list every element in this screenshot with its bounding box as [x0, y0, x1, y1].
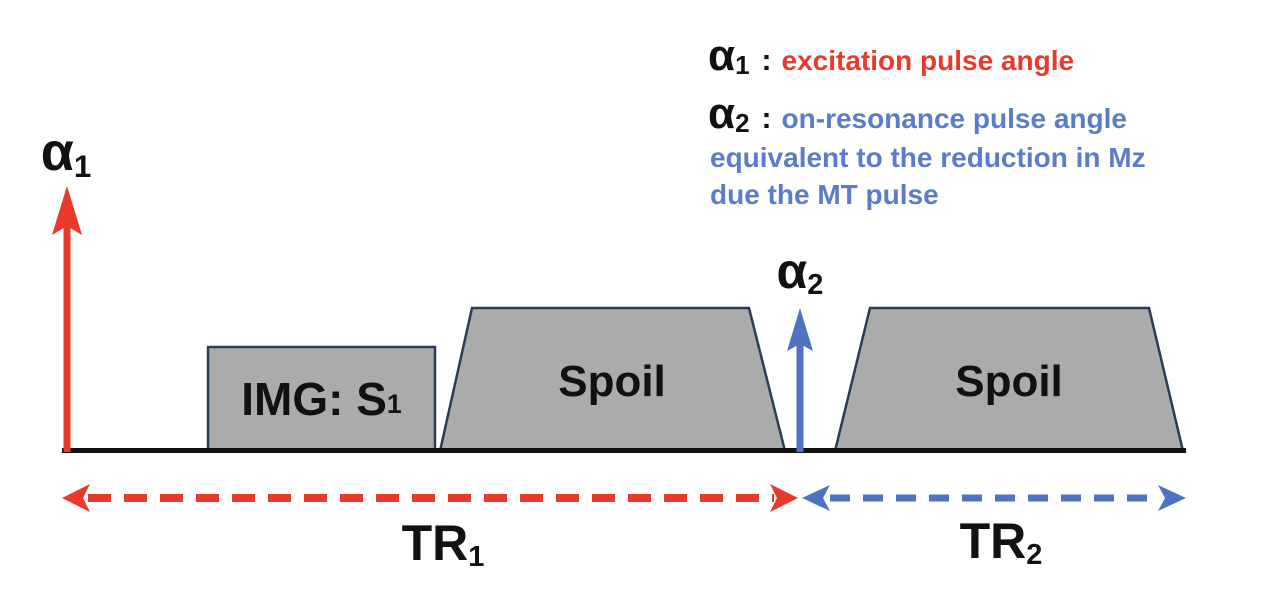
legend-alpha1-row: α1 : excitation pulse angle — [708, 34, 1074, 78]
tr2-subscript: 2 — [1026, 539, 1043, 572]
time-baseline — [62, 448, 1186, 453]
alpha1-pulse-arrow — [52, 186, 82, 452]
spoil1-label: Spoil — [558, 357, 666, 406]
alpha1-label: α1 — [40, 122, 92, 182]
alpha1-subscript: 1 — [73, 148, 92, 184]
tr1-label: TR1 — [401, 515, 485, 572]
tr1-text: TR — [401, 515, 469, 571]
legend-line-3: equivalent to the reduction in Mz — [710, 142, 1146, 173]
alpha2-label: α2 — [776, 243, 824, 300]
legend-alpha1-symbol: α1 — [708, 31, 750, 80]
legend-alpha2-colon: : — [761, 102, 772, 135]
alpha1-symbol: α — [40, 122, 74, 182]
legend-line-4: due the MT pulse — [710, 179, 939, 210]
alpha2-pulse-arrow — [787, 308, 813, 452]
legend-alpha1-colon: : — [761, 44, 772, 77]
spoil2-label: Spoil — [955, 357, 1063, 406]
alpha2-symbol: α — [776, 243, 808, 299]
img-label-subscript: 1 — [386, 389, 402, 420]
tr1-subscript: 1 — [468, 541, 485, 574]
tr1-interval-arrow — [62, 484, 798, 512]
legend-alpha2-row: α2 : on-resonance pulse angle — [708, 92, 1127, 136]
tr2-text: TR — [959, 513, 1027, 569]
tr2-interval-arrow — [802, 485, 1186, 511]
legend-alpha2-description-continued: equivalent to the reduction in Mz due th… — [710, 139, 1146, 213]
tr2-label: TR2 — [959, 513, 1043, 570]
img-block — [206, 345, 437, 453]
legend-alpha1-description: excitation pulse angle — [781, 45, 1075, 76]
img-label-text: IMG: S — [241, 373, 387, 425]
legend-alpha2-symbol: α2 — [708, 89, 750, 138]
legend-alpha2-description: on-resonance pulse angle — [781, 103, 1127, 134]
alpha2-subscript: 2 — [807, 269, 824, 302]
